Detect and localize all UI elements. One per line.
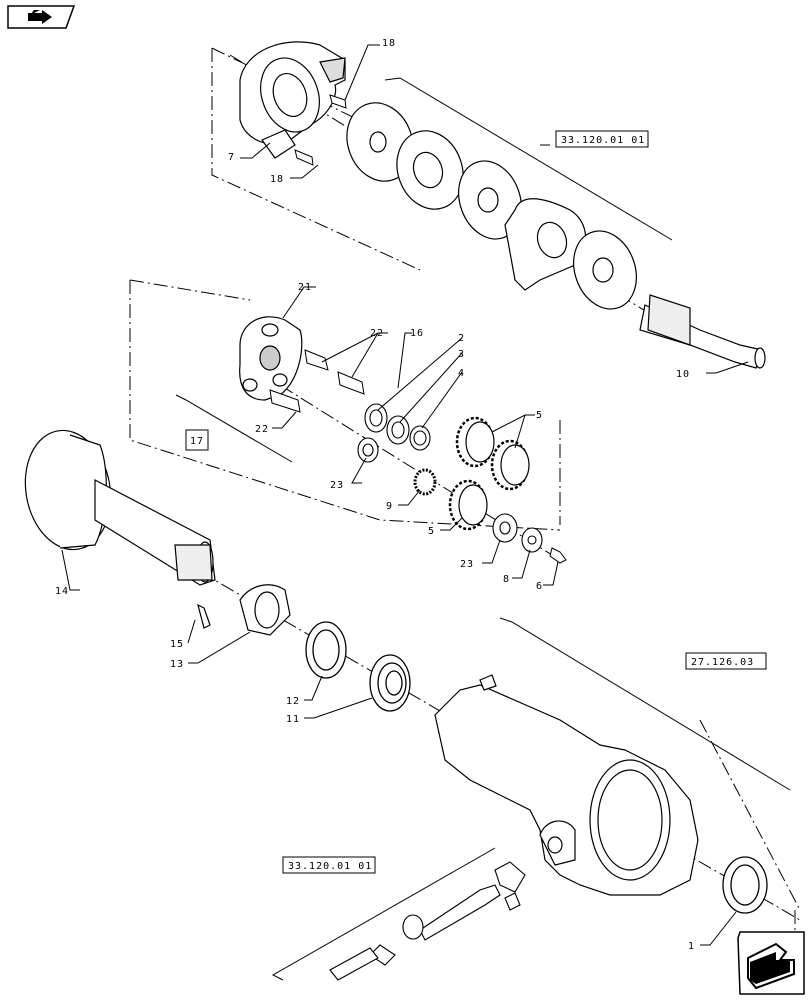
callout-23-right: 23 (460, 559, 474, 570)
callout-11: 11 (286, 714, 300, 725)
ref-housing-label: 27.126.03 (691, 657, 754, 668)
callout-5-bottom: 5 (428, 526, 435, 537)
brake-discs (346, 102, 637, 310)
planet-carrier (239, 316, 303, 401)
previous-page-button[interactable] (6, 4, 76, 30)
ref-box-housing[interactable]: 27.126.03 (685, 652, 767, 670)
planet-pins (269, 349, 365, 413)
ref-box-17[interactable]: 17 (185, 429, 209, 451)
callout-22-top: 22 (370, 328, 384, 339)
callout-18-top: 18 (382, 38, 396, 49)
previous-page-icon (7, 5, 76, 29)
callout-8: 8 (503, 574, 510, 585)
callout-16: 16 (410, 328, 424, 339)
callout-2: 2 (458, 333, 465, 344)
callout-5-top: 5 (536, 410, 543, 421)
callout-4: 4 (458, 368, 465, 379)
callout-12: 12 (286, 696, 300, 707)
leader-lines (61, 44, 749, 946)
ref-linkage-label: 33.120.01 01 (288, 861, 372, 872)
callout-9: 9 (386, 501, 393, 512)
screw (549, 547, 567, 564)
callout-6: 6 (536, 581, 543, 592)
planet-gears (448, 416, 530, 531)
callout-labels: 18 7 18 21 22 22 16 2 3 4 5 23 9 5 23 8 … (55, 38, 695, 952)
ref-brake-label: 33.120.01 01 (561, 135, 645, 146)
callout-18-bottom: 18 (270, 174, 284, 185)
ref-box-brake[interactable]: 33.120.01 01 (555, 130, 649, 148)
next-page-button[interactable] (736, 930, 806, 996)
callout-14: 14 (55, 586, 69, 597)
callout-15: 15 (170, 639, 184, 650)
callout-23-left: 23 (330, 480, 344, 491)
axle-housing (434, 674, 699, 896)
washers (357, 403, 543, 553)
hub-seal (722, 856, 768, 914)
splined-shaft (639, 294, 766, 369)
axle-shaft-flange (24, 429, 216, 586)
callout-3: 3 (458, 349, 465, 360)
next-page-icon (737, 931, 805, 995)
reference-brackets (175, 77, 791, 981)
ref-box-linkage[interactable]: 33.120.01 01 (282, 856, 376, 874)
reference-boxes: 33.120.01 01 17 27.126.03 33.120.01 01 (185, 130, 767, 874)
callout-13: 13 (170, 659, 184, 670)
callout-21: 21 (298, 282, 312, 293)
callout-10: 10 (676, 369, 690, 380)
needle-bearing (413, 468, 437, 496)
callout-1: 1 (688, 941, 695, 952)
ref-17-label: 17 (190, 436, 204, 447)
callout-22-bottom: 22 (255, 424, 269, 435)
brake-pins (294, 94, 347, 166)
retainer-plate (197, 584, 291, 636)
brake-caliper (239, 41, 346, 159)
brake-linkage (329, 861, 526, 981)
callout-7: 7 (228, 152, 235, 163)
seal-and-bearing (305, 621, 411, 712)
